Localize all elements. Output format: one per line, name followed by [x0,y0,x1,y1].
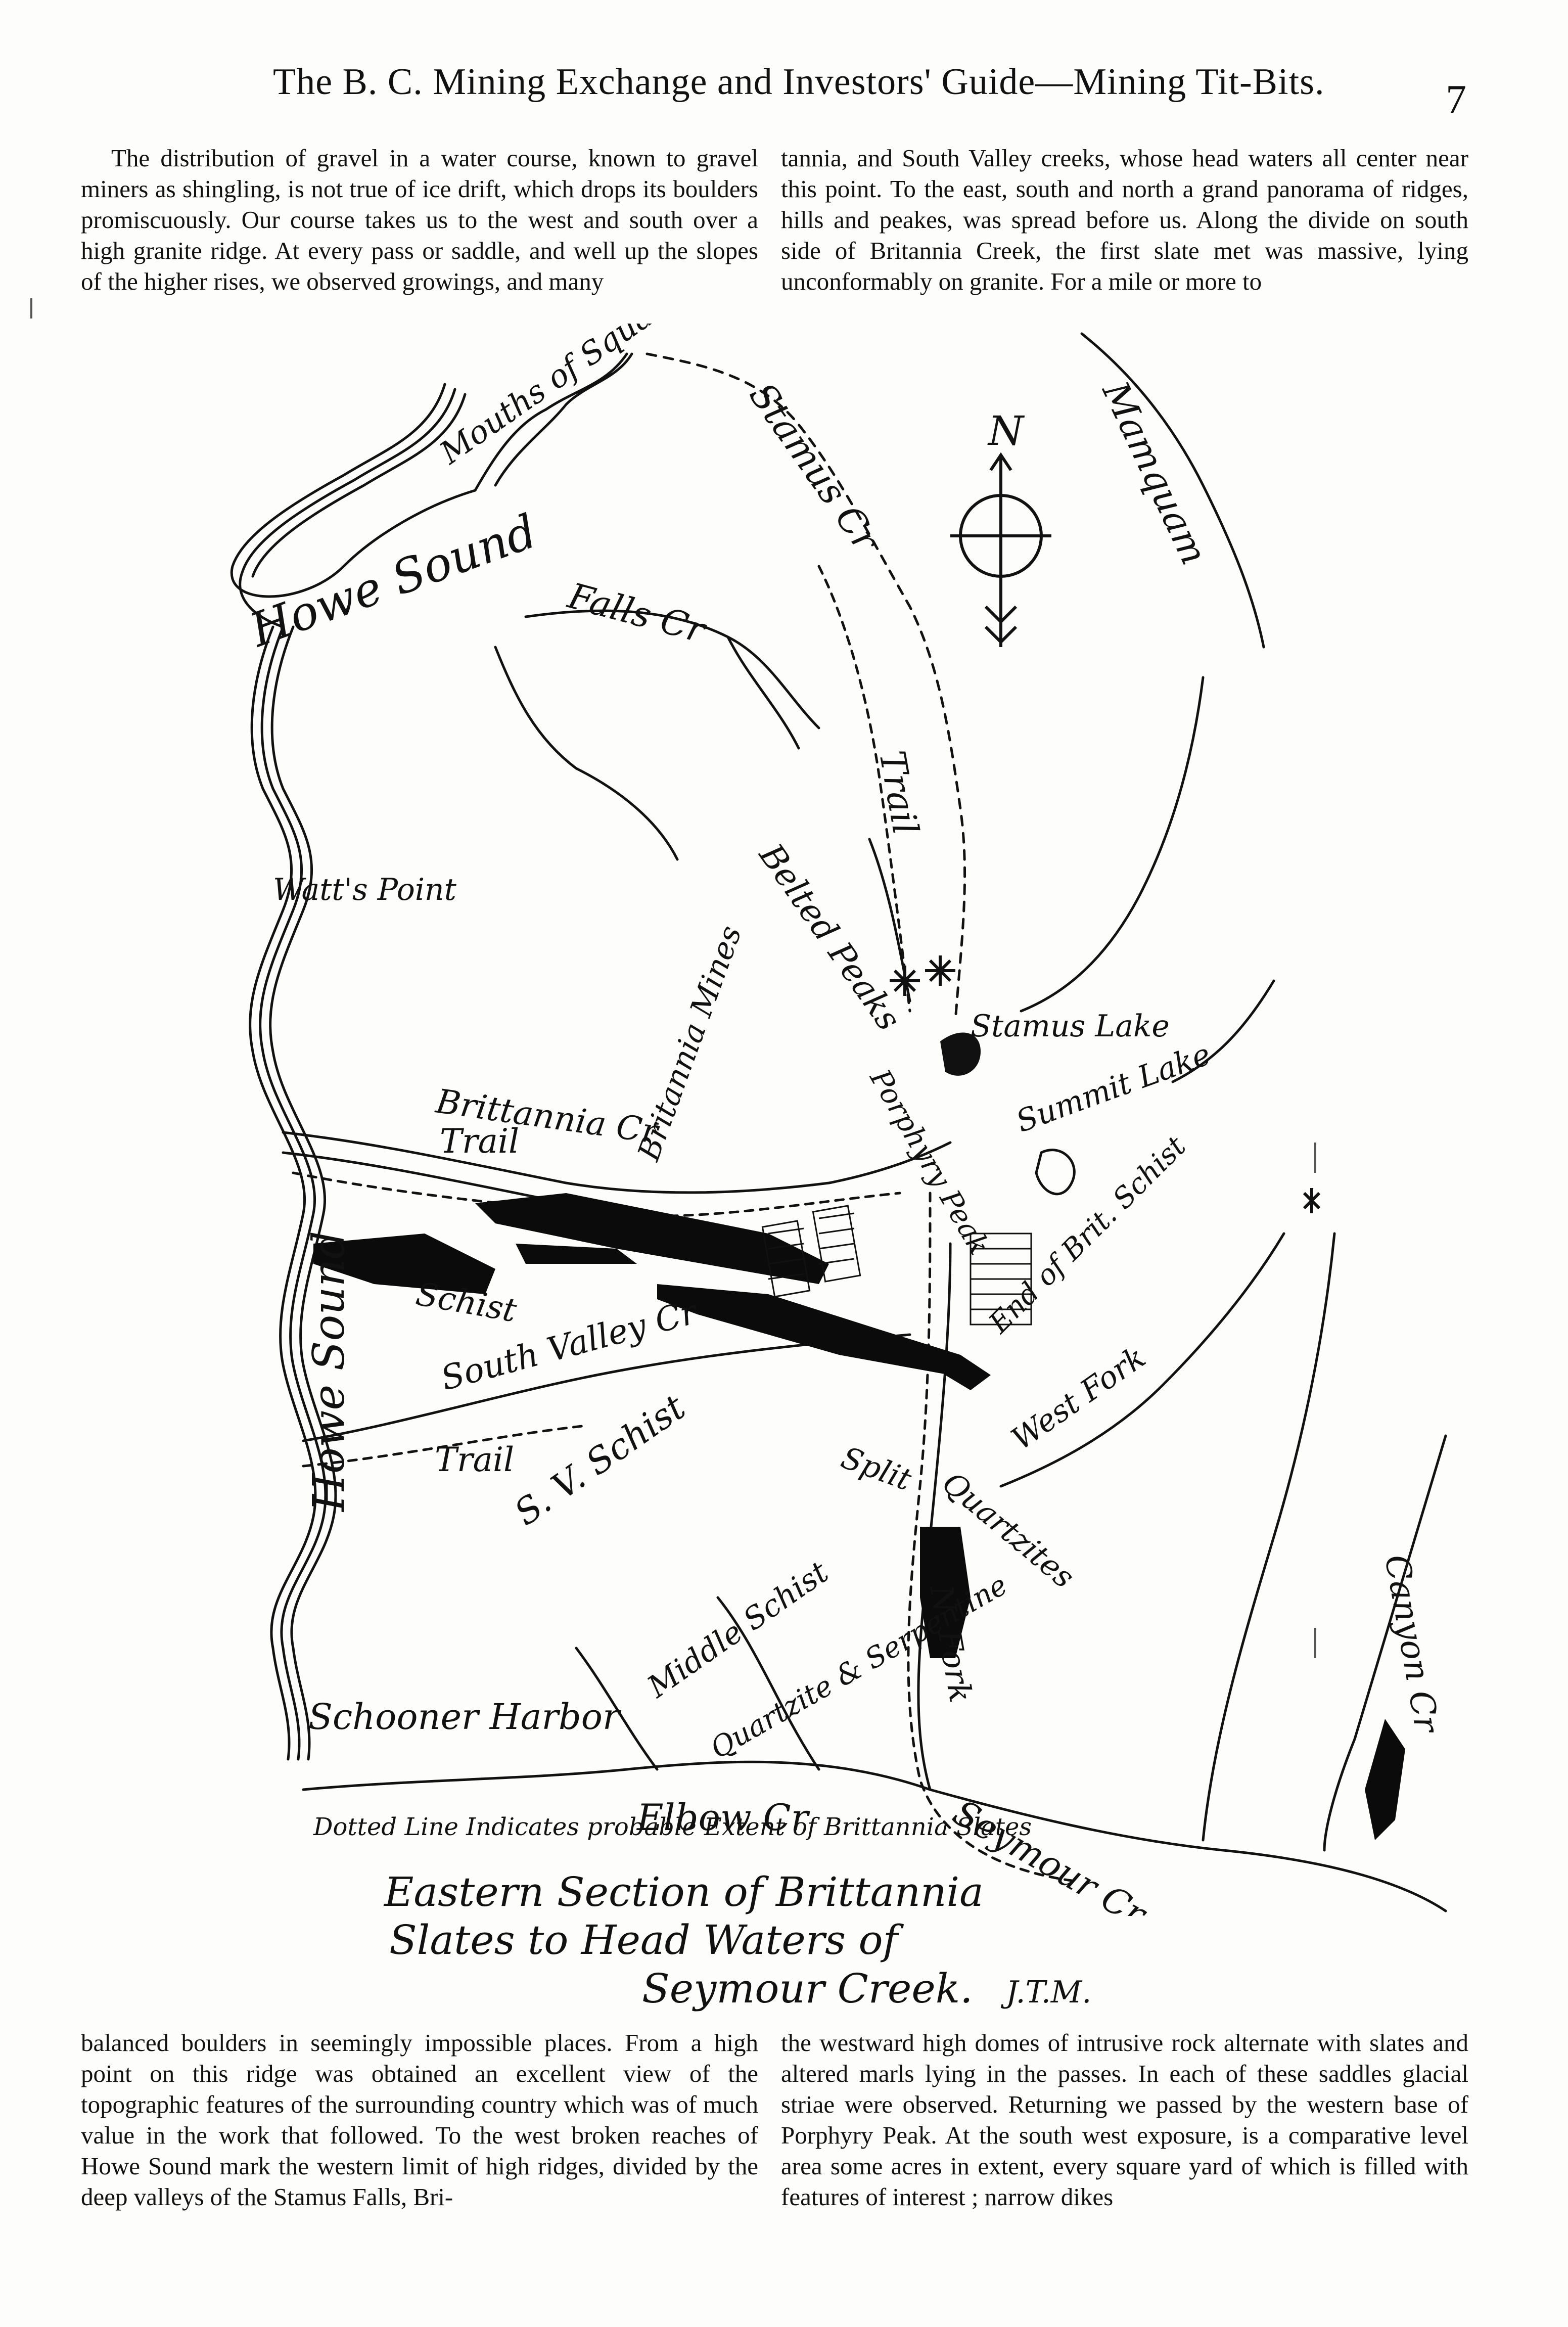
summit-lake [1035,1149,1076,1196]
map-label: Canyon Cr [1377,1552,1447,1737]
running-header: The B. C. Mining Exchange and Investors'… [273,61,1325,103]
slate-hatches [761,1205,1032,1326]
paragraph: tannia, and South Valley creeks, whose h… [781,144,1468,295]
map-label: Trail [435,1440,514,1479]
map-label: N [987,407,1025,454]
map-label: Stamus Cr [741,375,889,561]
map-label: Summit Lake [1011,1036,1215,1139]
margin-mark [30,298,32,318]
paragraph: balanced boulders in seemingly impossibl… [81,2029,758,2211]
coastline [239,570,285,628]
map-label: Howe Sound [304,1231,354,1513]
map-label: Elbow Cr [636,1796,810,1839]
map-initials: J.T.M. [1006,1975,1092,2010]
map-label: West Fork [1005,1340,1152,1457]
map-label: Trail [871,748,927,838]
creek [1202,1232,1336,1842]
map-label: Trail [440,1122,519,1161]
river [929,1788,1447,1912]
text-column-top-right: tannia, and South Valley creeks, whose h… [781,143,1468,297]
river [1080,332,1265,649]
map-label: Falls Cr [563,575,711,652]
creek [282,1151,568,1205]
text-column-bottom-right: the westward high domes of intrusive roc… [781,2027,1468,2212]
map-drawing: Mouths of Squamish R Stamus Cr Mamquam N… [230,235,1447,1936]
creek-dashed [645,352,966,1023]
map-caption: Seymour Creek. J.T.M. [389,1965,1350,2017]
paragraph: the westward high domes of intrusive roc… [781,2029,1468,2211]
creek [302,1760,932,1791]
trail-dashed [817,565,911,1013]
text-column-top-left: The distribution of gravel in a water co… [81,143,758,297]
coastline [230,383,477,1761]
hand-drawn-map: Mouths of Squamish R Stamus Cr Mamquam N… [212,235,1496,1936]
map-label: Dotted Line Indicates probable Extent of… [313,1813,1032,1841]
stamus-lake [940,1032,981,1076]
map-label: Stamus Lake [971,1009,1170,1044]
peak-symbols [890,955,1321,1213]
creek [494,646,679,861]
margin-mark [1314,1143,1316,1173]
creek [999,1232,1285,1488]
map-label: S. V. Schist [507,1386,693,1534]
map-label: End of Brit. Schist [982,1130,1192,1340]
river [474,352,628,492]
map-caption: Seymour Creek. [642,1965,973,2012]
margin-mark [1314,1628,1316,1658]
compass-rose [950,452,1051,647]
map-label: Schooner Harbor [308,1696,621,1738]
map-label: Watt's Point [273,872,457,907]
creek [575,1647,659,1771]
creek [282,1131,952,1194]
trail-dashed [907,1192,1073,1882]
creek [726,635,800,750]
creek [524,609,820,729]
map-label: Split [837,1440,916,1498]
trail-dashed [302,1424,588,1468]
map-label: Schist [413,1275,519,1330]
map-label: Belted Peaks [751,836,908,1037]
schist-bands [313,1193,1405,1840]
river [1323,1434,1447,1852]
paragraph: The distribution of gravel in a water co… [81,144,758,295]
creek [1020,676,1205,1013]
creek [1171,979,1275,1083]
map-caption: Eastern Section of Brittannia [383,1868,984,1915]
text-column-bottom-left: balanced boulders in seemingly impossibl… [81,2027,758,2212]
coastline [251,393,467,1761]
creek [917,1242,952,1791]
coastline [241,388,456,1761]
river [494,352,633,487]
map-label: Mouths of Squamish R [433,324,750,472]
creek [716,1596,820,1771]
map-caption-block: Slates to Head Waters of Seymour Creek. … [389,1916,1350,2017]
map-caption: Slates to Head Waters of [389,1917,898,1964]
page-number: 7 [1446,76,1466,122]
